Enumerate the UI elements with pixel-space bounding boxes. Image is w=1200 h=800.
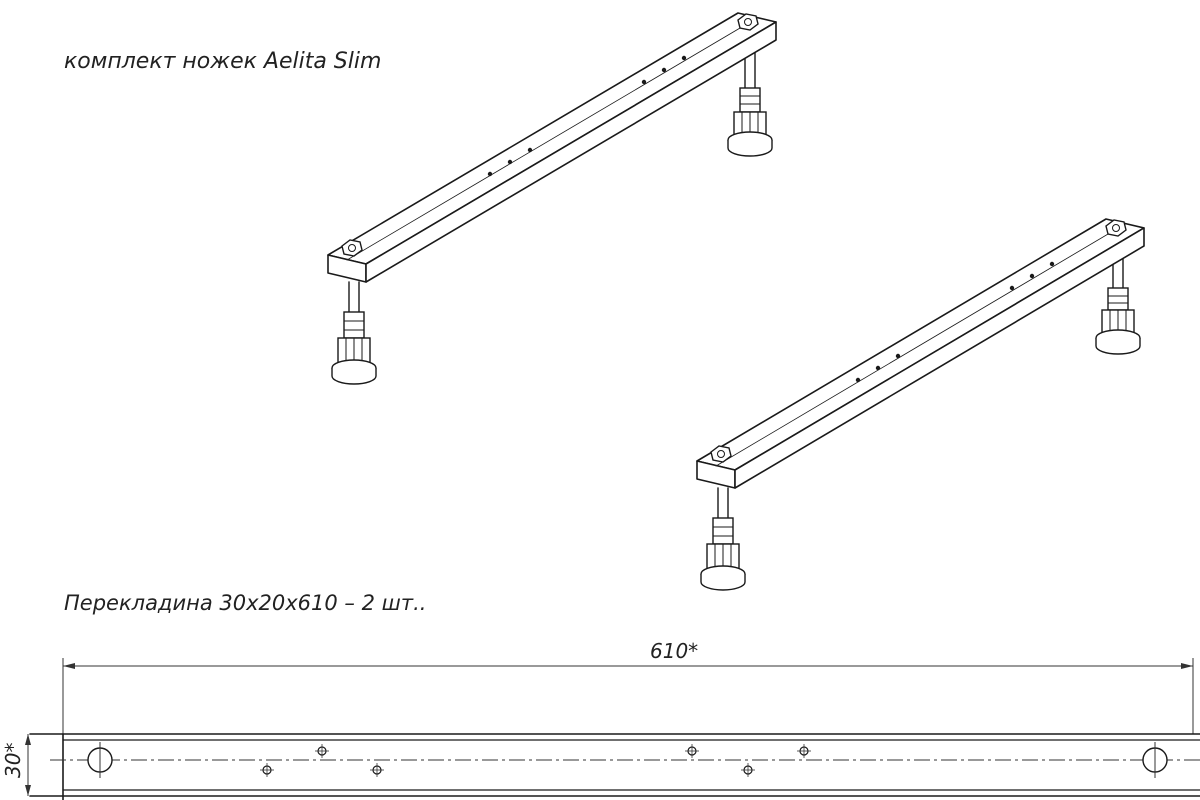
- nut-icon: [341, 239, 363, 257]
- drawing-title: комплект ножек Aelita Slim: [64, 49, 381, 74]
- length-dimension-label: 610*: [650, 639, 698, 663]
- height-dimension-label: 30*: [1, 743, 25, 778]
- leg-assembly-2: [696, 218, 1145, 591]
- nut-icon: [710, 445, 732, 463]
- leg-1-far: [727, 37, 773, 157]
- crossbar-orthographic-view: 610* 30*: [1, 639, 1200, 800]
- arrow-up-icon: [25, 734, 31, 745]
- nut-icon: [737, 13, 759, 31]
- end-hole-left: [87, 742, 113, 778]
- leg-1-near: [331, 281, 377, 385]
- leg-assembly-1: [327, 12, 777, 385]
- end-hole-right: [1142, 742, 1168, 778]
- crossbar-note: Перекладина 30х20х610 – 2 шт..: [64, 591, 426, 615]
- leg-2-far: [1095, 245, 1141, 355]
- arrow-down-icon: [25, 785, 31, 796]
- arrow-right-icon: [1181, 663, 1193, 669]
- crossbar-1: [327, 12, 777, 283]
- leg-2-near: [700, 487, 746, 591]
- crossbar-2: [696, 218, 1145, 489]
- nut-icon: [1105, 219, 1127, 237]
- arrow-left-icon: [63, 663, 75, 669]
